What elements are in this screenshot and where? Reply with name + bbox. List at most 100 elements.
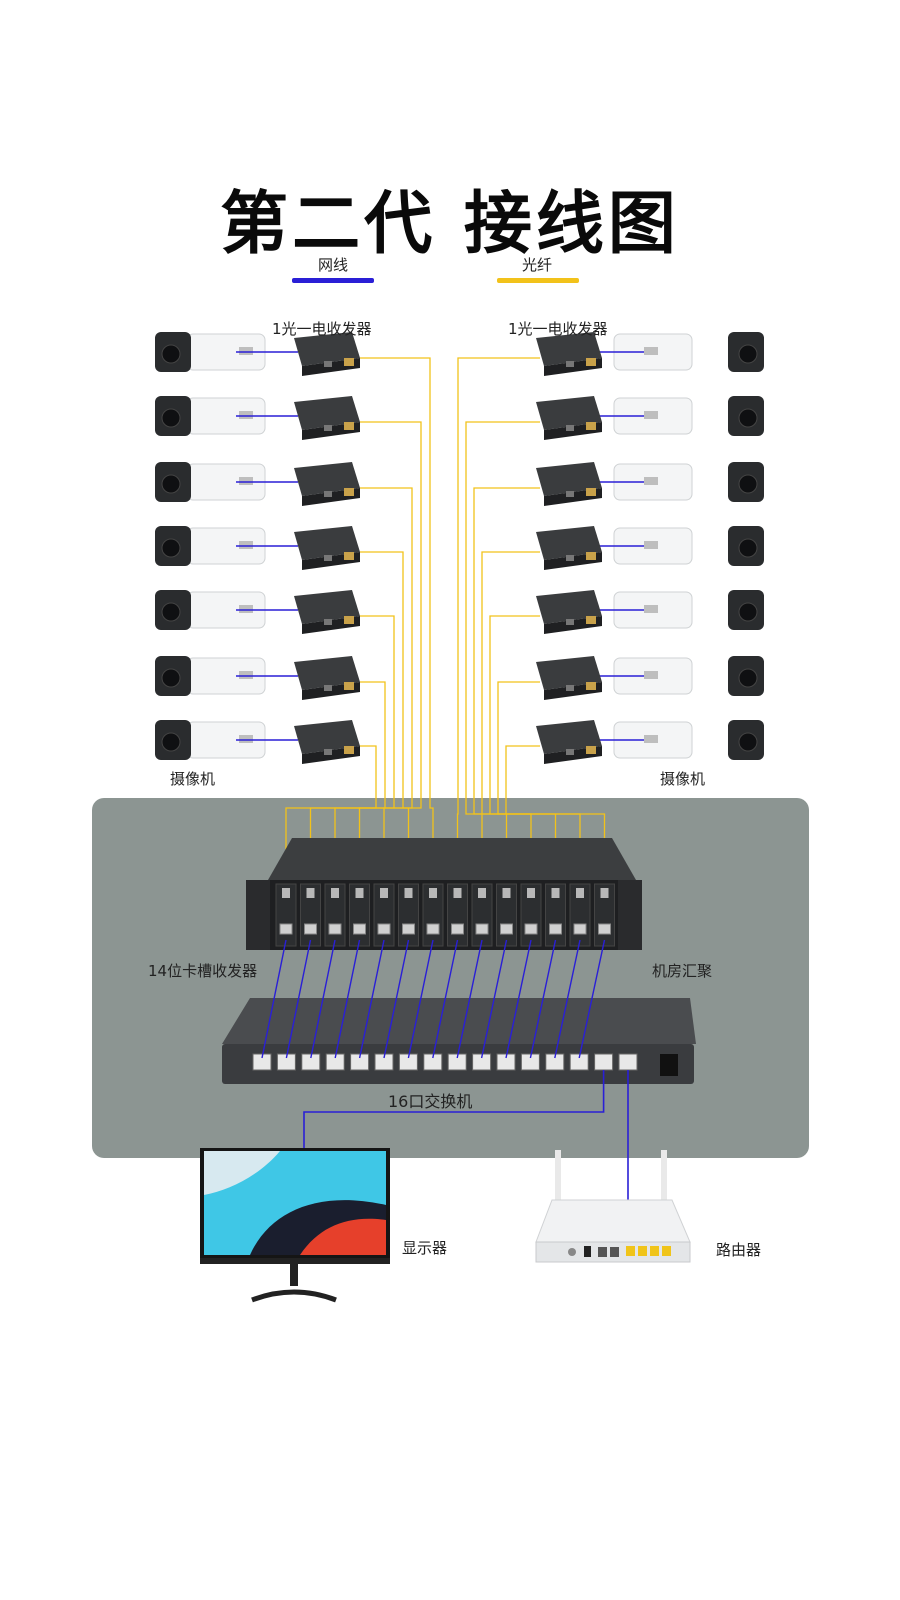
chassis-slot-6: [398, 883, 419, 947]
uplink-cable-1: [261, 939, 287, 1059]
camera-lens-icon: [738, 668, 758, 688]
power-button-icon: [568, 1248, 576, 1256]
chassis-slot-4: [349, 883, 370, 947]
chassis-slot-2: [300, 883, 321, 947]
monitor-label: 显示器: [402, 1239, 448, 1257]
camera-1: [155, 332, 266, 372]
rj45-port-icon: [324, 361, 332, 367]
camera-badge: [239, 671, 253, 679]
transceiver-1: [294, 332, 360, 376]
fiber-cable-left-4: [360, 551, 410, 880]
legend-fiber-line: [497, 278, 579, 283]
fiber-cable-right-4: [481, 551, 540, 880]
camera-lens-icon: [161, 344, 181, 364]
legend-network-label: 网线: [318, 256, 349, 274]
uplink-cable-6: [383, 939, 410, 1059]
camera-badge: [644, 735, 658, 743]
camera-badge: [644, 411, 658, 419]
switch-port-9: [447, 1053, 467, 1071]
slot-rj45-port-icon: [500, 923, 513, 935]
chassis-slot-11: [520, 883, 542, 947]
rj45-port-icon: [324, 685, 332, 691]
switch-port-11: [496, 1053, 516, 1071]
wallpaper-shape: [300, 1218, 386, 1255]
transceiver-chassis: [246, 838, 642, 950]
transceiver-3: [536, 462, 602, 506]
camera-badge: [644, 347, 658, 355]
uplink-cable-4: [334, 939, 361, 1059]
rj45-port-icon: [324, 619, 332, 625]
fiber-port-icon: [586, 422, 596, 430]
camera-badge: [239, 605, 253, 613]
transceiver-top: [536, 526, 602, 560]
slot-fiber-port-icon: [453, 888, 462, 898]
camera-lens-icon: [161, 474, 181, 494]
uplink-cable-7: [407, 939, 434, 1059]
router: [535, 1150, 691, 1263]
transceiver-2: [294, 396, 360, 440]
fiber-port-icon: [586, 358, 596, 366]
camera-3: [613, 462, 764, 502]
left-transceiver-label: 1光一电收发器: [272, 320, 372, 338]
camera-5: [155, 590, 266, 630]
fiber-port-icon: [344, 746, 354, 754]
camera-6: [155, 656, 266, 696]
camera-4: [155, 526, 266, 566]
camera-badge: [239, 347, 253, 355]
fiber-cable-right-6: [497, 681, 581, 880]
chassis-slot-5: [373, 883, 395, 947]
camera-lens-icon: [161, 538, 181, 558]
camera-lens-icon: [738, 538, 758, 558]
transceiver-top: [294, 590, 360, 624]
transceiver-top: [536, 332, 602, 366]
slot-rj45-port-icon: [475, 923, 489, 935]
transceiver-top: [536, 590, 602, 624]
fiber-cable-right-2: [465, 421, 540, 880]
transceiver-7: [536, 720, 602, 764]
camera-badge: [644, 477, 658, 485]
slot-fiber-port-icon: [282, 888, 290, 898]
camera-badge: [239, 411, 253, 419]
fiber-port-icon: [586, 682, 596, 690]
chassis-ear-left: [246, 880, 270, 950]
transceiver-4: [294, 526, 360, 570]
switch-port-13: [545, 1053, 565, 1071]
transceiver-top: [536, 462, 602, 496]
lan-port-icon: [626, 1246, 635, 1256]
transceiver-top: [294, 656, 360, 690]
lan-port-icon: [662, 1246, 671, 1256]
fiber-cable-left-1: [360, 357, 434, 880]
rj45-port-icon: [566, 749, 574, 755]
switch-port-16: [618, 1053, 638, 1071]
lan-port-icon: [650, 1246, 659, 1256]
slot-rj45-port-icon: [426, 923, 440, 935]
slot-rj45-port-icon: [353, 923, 366, 935]
slot-fiber-port-icon: [429, 888, 437, 898]
uplink-cable-9: [456, 939, 483, 1059]
camera-lens-icon: [738, 732, 758, 752]
uplink-cable-13: [554, 939, 581, 1059]
switch-port-6: [374, 1053, 394, 1071]
network-lines: [261, 939, 629, 1205]
fiber-port-icon: [586, 488, 596, 496]
rj45-port-icon: [566, 361, 574, 367]
slot-fiber-port-icon: [306, 888, 315, 898]
left-transceiver-column: [294, 332, 360, 764]
phone-port-icon: [610, 1247, 619, 1257]
lan-port-icon: [638, 1246, 647, 1256]
rj45-port-icon: [566, 619, 574, 625]
fiber-port-icon: [586, 616, 596, 624]
fiber-port-icon: [344, 552, 354, 560]
chassis-slot-14: [594, 883, 615, 947]
switch-port-8: [423, 1053, 443, 1071]
phone-port-icon: [598, 1247, 607, 1257]
transceiver-7: [294, 720, 360, 764]
fiber-port-icon: [586, 746, 596, 754]
fiber-cable-right-1: [456, 357, 540, 880]
fiber-port-icon: [344, 682, 354, 690]
transceiver-6: [294, 656, 360, 700]
fiber-port-icon: [344, 616, 354, 624]
uplink-cable-12: [529, 939, 557, 1059]
switch-port-5: [350, 1053, 370, 1071]
slot-rj45-port-icon: [573, 923, 587, 935]
